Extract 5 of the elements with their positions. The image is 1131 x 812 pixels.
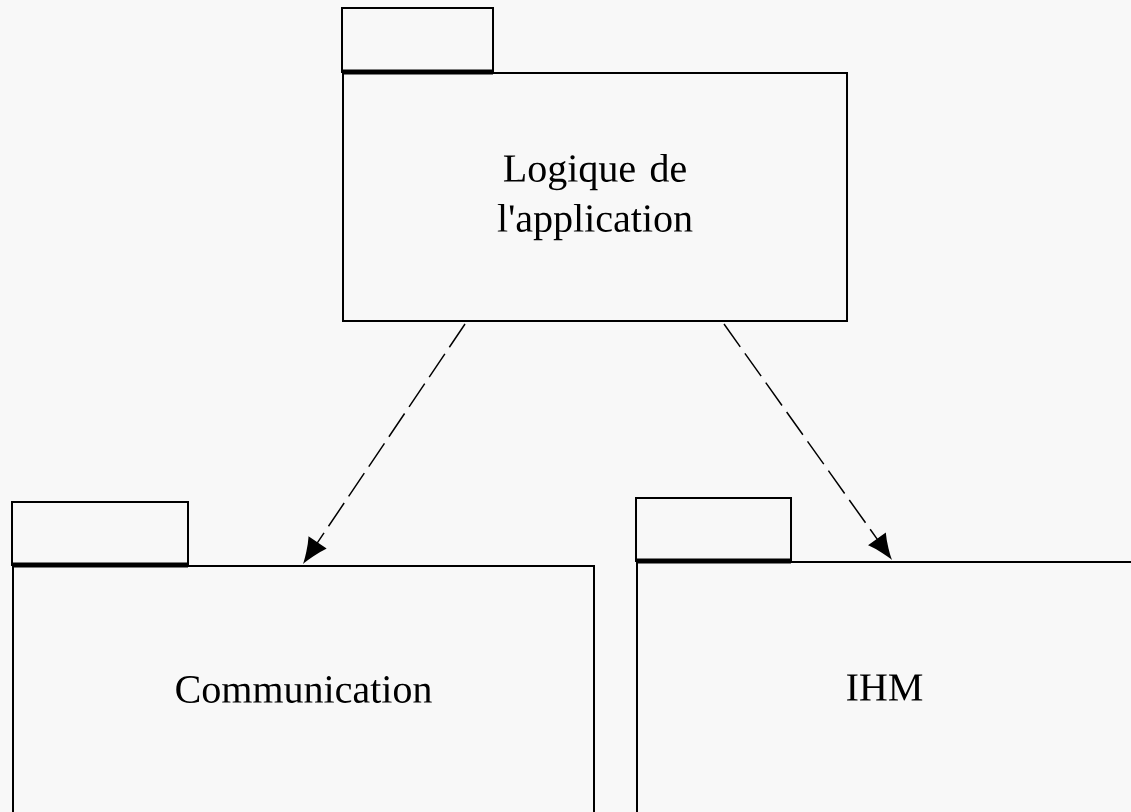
package-box: Communication [11, 501, 595, 812]
dependency-arrow [303, 323, 466, 563]
dependency-arrow [723, 323, 892, 559]
package-box: IHM [635, 497, 1131, 812]
package-box: Logique de l'application [341, 7, 848, 322]
